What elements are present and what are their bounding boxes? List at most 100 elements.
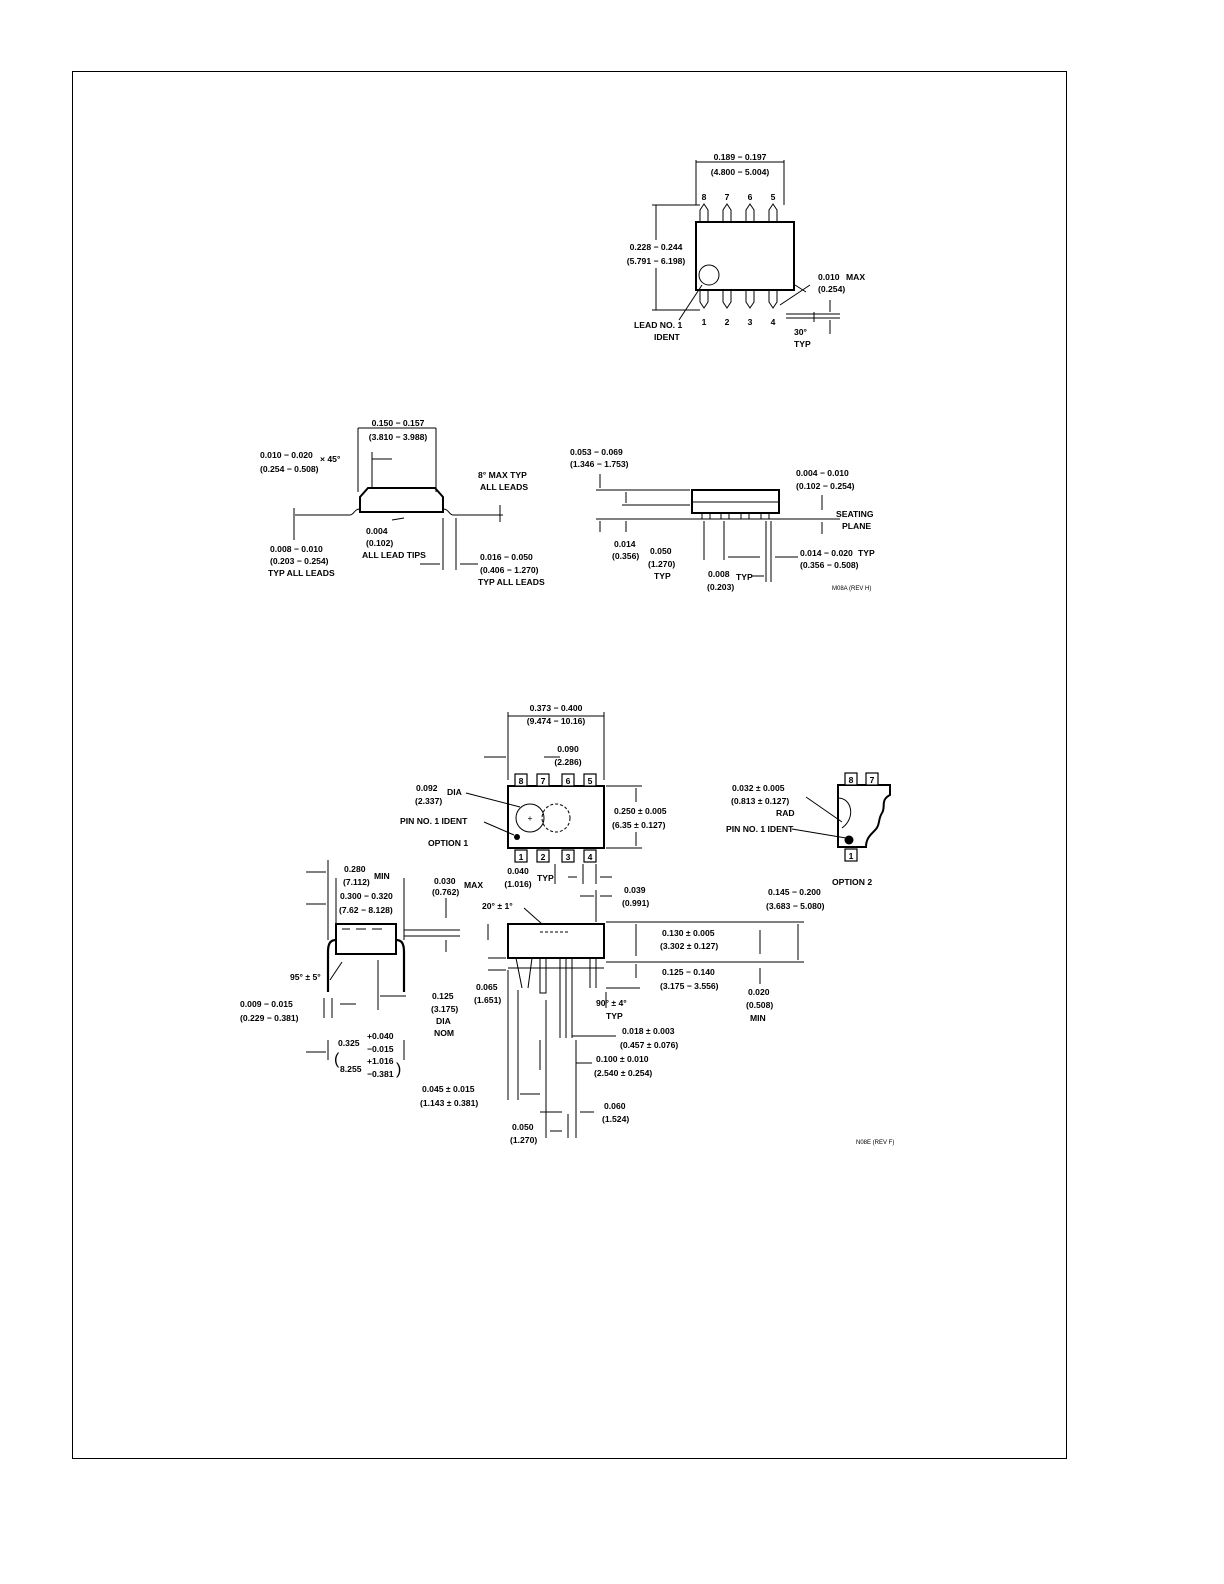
so8-pin-1: 1 <box>702 317 707 327</box>
svg-text:): ) <box>396 1061 401 1078</box>
dip-d40-typ: TYP <box>537 873 554 883</box>
so8-side-view: 0.150 − 0.157 (3.810 − 3.988) 0.010 − 0.… <box>260 418 545 587</box>
dip-end-dia-b: NOM <box>434 1028 454 1038</box>
so8-length-mm: (4.800 − 5.004) <box>711 167 770 177</box>
so8-pin-8: 8 <box>702 192 707 202</box>
so8-pin-7: 7 <box>725 192 730 202</box>
dip-ang20: 20° ± 1° <box>482 901 513 911</box>
svg-text:(: ( <box>334 1051 340 1068</box>
dip-end-angle: 95° ± 5° <box>290 972 321 982</box>
dip-pin1-ident: PIN NO. 1 IDENT <box>400 816 468 826</box>
so8-lt-lbl: TYP ALL LEADS <box>268 568 335 578</box>
so8-side-body-mm: (3.810 − 3.988) <box>369 432 428 442</box>
so8-pin-4: 4 <box>771 317 776 327</box>
dip-end-row-mm-p: +1.016 <box>367 1056 394 1066</box>
so8-lead1-b: IDENT <box>654 332 681 342</box>
page-border <box>72 71 1067 1459</box>
dip-d060-in: 0.060 <box>604 1101 626 1111</box>
dip-h130-in: 0.130 ± 0.005 <box>662 928 715 938</box>
so8-maxangle-b: ALL LEADS <box>480 482 528 492</box>
dip-circle-1 <box>515 803 545 833</box>
so8-end-height-in: 0.053 − 0.069 <box>570 447 623 457</box>
so8-end-height-mm: (1.346 − 1.753) <box>570 459 629 469</box>
so8-end-view: 0.053 − 0.069 (1.346 − 1.753) 0.004 − 0.… <box>570 447 875 592</box>
so8-pin-3: 3 <box>748 317 753 327</box>
dip-end-dia-a: DIA <box>436 1016 451 1026</box>
so8-pin-5: 5 <box>771 192 776 202</box>
so8-angle-typ: TYP <box>794 339 811 349</box>
dip-opt2-rad-in: 0.032 ± 0.005 <box>732 783 785 793</box>
so8-tip-lbl: ALL LEAD TIPS <box>362 550 426 560</box>
dip-d100-in: 0.100 ± 0.010 <box>596 1054 649 1064</box>
dip-opt2-rad-mm: (0.813 ± 0.127) <box>731 796 789 806</box>
dip-opt2-body <box>837 784 891 848</box>
dip-end-body <box>335 923 397 955</box>
dip-end-row-in: 0.325 <box>338 1038 360 1048</box>
dip-dia-lbl: DIA <box>447 787 462 797</box>
so8-end-g8-in: 0.008 <box>708 569 730 579</box>
so8-chamfer-x: × 45° <box>320 454 341 464</box>
so8-end-lw-typ: TYP <box>858 548 875 558</box>
so8-width-in: 0.228 − 0.244 <box>630 242 683 252</box>
so8-thk-max: MAX <box>846 272 865 282</box>
so8-thk-mm: (0.254) <box>818 284 845 294</box>
so8-thk-in: 0.010 <box>818 272 840 282</box>
dip-d045-in: 0.045 ± 0.015 <box>422 1084 475 1094</box>
dip-d065-mm: (1.651) <box>474 995 501 1005</box>
dip-d020-mm: (0.508) <box>746 1000 773 1010</box>
so8-maxangle-a: 8° MAX TYP <box>478 470 527 480</box>
so8-lead1-a: LEAD NO. 1 <box>634 320 682 330</box>
dip-end-min-lbl: MIN <box>374 871 390 881</box>
dip-end-max-lbl: MAX <box>464 880 483 890</box>
dip-h145-in: 0.145 − 0.200 <box>768 887 821 897</box>
dip-pin-2: 2 <box>541 852 546 862</box>
so8-pin1-circle <box>698 264 720 286</box>
dip-pin-7: 7 <box>541 776 546 786</box>
so8-end-standoff-in: 0.004 − 0.010 <box>796 468 849 478</box>
dip-end-dia-in: 0.125 <box>432 991 454 1001</box>
dip-d045-mm: (1.143 ± 0.381) <box>420 1098 478 1108</box>
so8-length-in: 0.189 − 0.197 <box>714 152 767 162</box>
dip-end-lt-mm: (0.229 − 0.381) <box>240 1013 299 1023</box>
dip-end-min-in: 0.280 <box>344 864 366 874</box>
so8-end-h14-mm: (0.356) <box>612 551 639 561</box>
so8-end-lw-in: 0.014 − 0.020 <box>800 548 853 558</box>
dip-len-mm: (9.474 − 10.16) <box>527 716 586 726</box>
dip-pin-boxes <box>514 773 597 863</box>
dip-end-span-mm: (7.62 − 8.128) <box>339 905 393 915</box>
so8-chamfer-mm: (0.254 − 0.508) <box>260 464 319 474</box>
dip-pin-8: 8 <box>519 776 524 786</box>
so8-chamfer-in: 0.010 − 0.020 <box>260 450 313 460</box>
dip-w-in: 0.250 ± 0.005 <box>614 806 667 816</box>
dip-d050-mm: (1.270) <box>510 1135 537 1145</box>
dip-h145-mm: (3.683 − 5.080) <box>766 901 825 911</box>
dip-pin-1: 1 <box>519 852 524 862</box>
dip-len-in: 0.373 − 0.400 <box>530 703 583 713</box>
dip-option1: OPTION 1 <box>428 838 468 848</box>
dip-top-view: + 8 7 6 5 1 2 3 4 0.373 − 0.400 (9.474 −… <box>400 703 667 889</box>
dip-opt2-pin1: PIN NO. 1 IDENT <box>726 824 794 834</box>
dip-d40-mm: (1.016) <box>504 879 531 889</box>
dip-dia-mm: (2.337) <box>415 796 442 806</box>
dip-body <box>507 785 605 849</box>
so8-pin-2: 2 <box>725 317 730 327</box>
dip-end-span-in: 0.300 − 0.320 <box>340 891 393 901</box>
dip-end-row-mm: 8.255 <box>340 1064 362 1074</box>
dip-d020-in: 0.020 <box>748 987 770 997</box>
so8-foot-in: 0.016 − 0.050 <box>480 552 533 562</box>
dip-d050-in: 0.050 <box>512 1122 534 1132</box>
dip-end-max-mm: (0.762) <box>432 887 459 897</box>
so8-foot-lbl: TYP ALL LEADS <box>478 577 545 587</box>
so8-end-lw-mm: (0.356 − 0.508) <box>800 560 859 570</box>
dip-opt2-label: OPTION 2 <box>832 877 872 887</box>
dip-end-row-mm-m: −0.381 <box>367 1069 394 1079</box>
dip-end-dia-mm: (3.175) <box>431 1004 458 1014</box>
so8-body <box>695 221 795 291</box>
dip-rev: N08E (REV F) <box>856 1140 894 1146</box>
so8-tip-in: 0.004 <box>366 526 388 536</box>
dip-d90-mm: (2.286) <box>554 757 581 767</box>
so8-end-pitch-mm: (1.270) <box>648 559 675 569</box>
dip-end-max-in: 0.030 <box>434 876 456 886</box>
dip-pin-5: 5 <box>588 776 593 786</box>
